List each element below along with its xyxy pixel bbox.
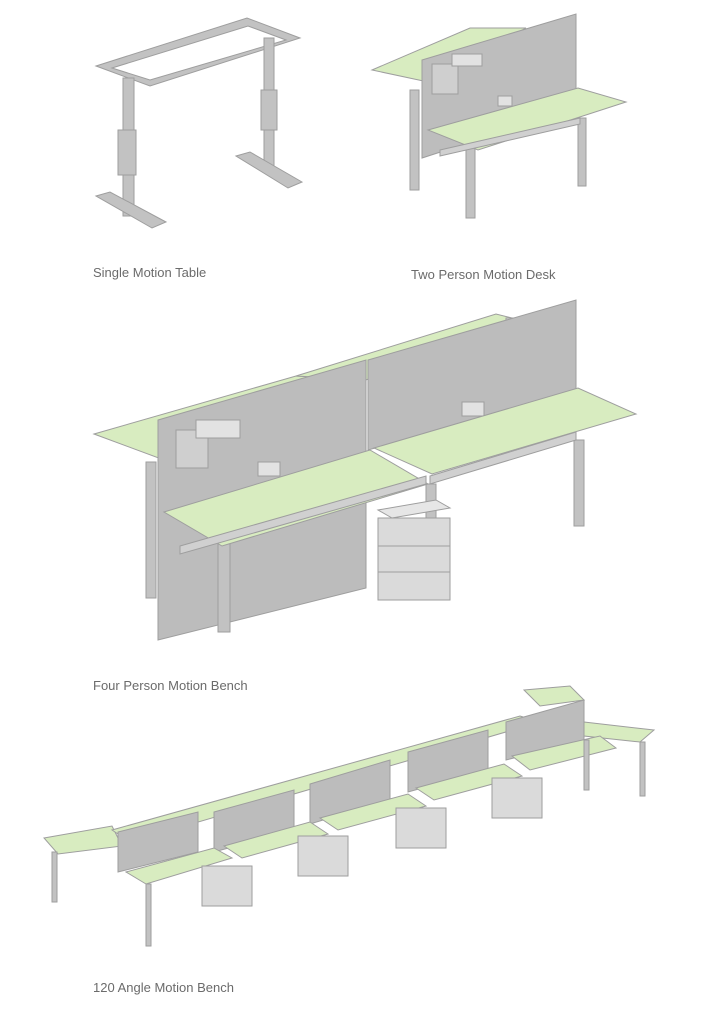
caption-two-person-motion-desk: Two Person Motion Desk	[411, 267, 556, 282]
two-person-motion-desk-illustration	[370, 13, 628, 219]
caption-single-motion-table: Single Motion Table	[93, 265, 207, 280]
caption-four-person-motion-bench: Four Person Motion Bench	[93, 678, 248, 693]
angle-motion-bench-illustration	[43, 685, 656, 947]
single-motion-table-illustration	[94, 17, 304, 229]
caption-120-angle-motion-bench: 120 Angle Motion Bench	[93, 980, 234, 995]
four-person-motion-bench-illustration	[92, 299, 638, 641]
